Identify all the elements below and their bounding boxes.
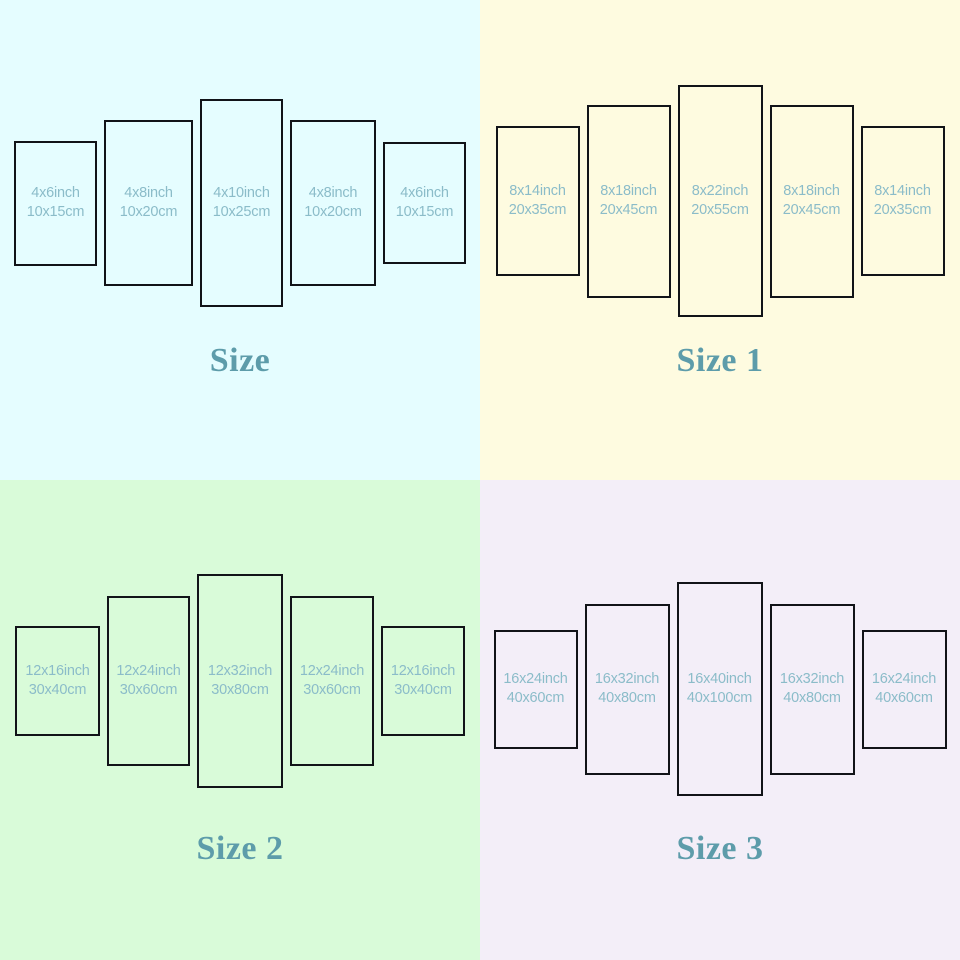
size-panel-inch: 16x32inch <box>779 671 845 688</box>
size-panel-cm: 20x45cm <box>599 202 658 218</box>
size-panel[interactable]: 8x22inch 20x55cm <box>677 85 763 317</box>
size-panel-label: 8x14inch 20x35cm <box>508 182 567 219</box>
size-panel-label: 4x8inch 10x20cm <box>119 184 178 221</box>
panel-row-size: 4x6inch 10x15cm 4x8inch 10x20cm 4x10inch 10x2… <box>0 99 480 307</box>
size-panel[interactable]: 4x6inch 10x15cm <box>383 142 466 264</box>
quadrant-size: 4x6inch 10x15cm 4x8inch 10x20cm 4x10inch 10x2… <box>0 0 480 480</box>
size-panel-cm: 20x35cm <box>508 202 567 218</box>
size-panel-cm: 10x15cm <box>395 204 454 220</box>
size-panel-label: 8x14inch 20x35cm <box>873 182 932 219</box>
size-panel-inch: 16x40inch <box>687 671 752 688</box>
size-panel-inch: 8x14inch <box>874 183 931 200</box>
size-panel[interactable]: 12x16inch 30x40cm <box>381 626 465 736</box>
size-panel-inch: 4x10inch <box>213 185 270 202</box>
size-panel-inch: 16x32inch <box>594 671 660 688</box>
size-panel-label: 4x6inch 10x15cm <box>395 184 454 221</box>
size-panel[interactable]: 4x10inch 10x25cm <box>200 99 283 307</box>
size-panel-inch: 8x18inch <box>783 183 840 200</box>
size-panel-label: 12x24inch 30x60cm <box>299 662 365 699</box>
size-panel-inch: 8x14inch <box>509 183 566 200</box>
quadrant-title-size: Size <box>209 342 271 379</box>
size-panel-cm: 20x45cm <box>782 202 841 218</box>
size-panel-cm: 40x60cm <box>875 690 933 706</box>
quadrant-title-size-3: Size 3 <box>676 830 764 867</box>
quadrant-size-3: 16x24inch 40x60cm 16x32inch 40x80cm 16x40inc… <box>480 480 960 960</box>
size-panel-label: 4x6inch 10x15cm <box>26 184 85 221</box>
size-panel-inch: 12x32inch <box>207 663 273 680</box>
size-panel-label: 8x22inch 20x55cm <box>691 182 749 219</box>
size-panel-inch: 4x8inch <box>124 185 173 202</box>
quadrant-title-size-2: Size 2 <box>196 830 284 867</box>
size-panel[interactable]: 4x6inch 10x15cm <box>14 140 97 266</box>
size-panel-cm: 40x80cm <box>783 690 841 706</box>
size-panel[interactable]: 8x14inch 20x35cm <box>860 126 945 276</box>
size-panel-label: 8x18inch 20x45cm <box>782 182 841 219</box>
size-panel-cm: 30x80cm <box>211 682 269 698</box>
size-panel-cm: 30x40cm <box>394 682 452 698</box>
size-panel[interactable]: 4x8inch 10x20cm <box>104 120 193 286</box>
size-panel-cm: 30x60cm <box>119 682 178 698</box>
size-panel[interactable]: 16x32inch 40x80cm <box>584 603 670 775</box>
size-panel-label: 8x18inch 20x45cm <box>599 182 658 219</box>
size-panel-cm: 40x100cm <box>686 690 753 706</box>
size-panel-label: 16x24inch 40x60cm <box>503 670 568 707</box>
size-panel[interactable]: 12x24inch 30x60cm <box>107 596 190 766</box>
size-panel-inch: 12x24inch <box>299 663 365 680</box>
size-panel-inch: 12x24inch <box>116 663 181 680</box>
size-panel[interactable]: 16x24inch 40x60cm <box>861 629 947 749</box>
size-panel-label: 16x40inch 40x100cm <box>686 670 753 707</box>
size-panel-cm: 10x20cm <box>119 204 178 220</box>
size-panel-label: 4x10inch 10x25cm <box>212 184 271 221</box>
size-panel-inch: 12x16inch <box>390 663 456 680</box>
size-panel-cm: 20x55cm <box>691 202 749 218</box>
size-panel[interactable]: 12x16inch 30x40cm <box>15 626 100 736</box>
panel-row-size-1: 8x14inch 20x35cm 8x18inch 20x45cm 8x22inch 20… <box>480 85 960 317</box>
size-panel-inch: 8x18inch <box>600 183 657 200</box>
size-panel[interactable]: 16x24inch 40x60cm <box>493 629 578 749</box>
size-panel-cm: 30x60cm <box>303 682 361 698</box>
quadrant-size-2: 12x16inch 30x40cm 12x24inch 30x60cm 12x32inc… <box>0 480 480 960</box>
size-panel[interactable]: 16x40inch 40x100cm <box>676 582 763 796</box>
size-panel-inch: 12x16inch <box>25 663 90 680</box>
size-panel-cm: 10x15cm <box>26 204 85 220</box>
quadrant-title-size-1: Size 1 <box>676 342 764 379</box>
size-panel-label: 16x24inch 40x60cm <box>871 670 937 707</box>
size-panel-label: 16x32inch 40x80cm <box>779 670 845 707</box>
size-panel-inch: 4x6inch <box>400 185 449 202</box>
size-panel-cm: 40x60cm <box>506 690 565 706</box>
panel-row-size-2: 12x16inch 30x40cm 12x24inch 30x60cm 12x32inc… <box>0 574 480 788</box>
size-panel-cm: 30x40cm <box>28 682 87 698</box>
size-panel-label: 12x24inch 30x60cm <box>116 662 181 699</box>
size-panel-label: 4x8inch 10x20cm <box>304 184 362 221</box>
size-panel-inch: 8x22inch <box>691 183 749 200</box>
size-panel-cm: 10x20cm <box>304 204 362 220</box>
size-panel[interactable]: 12x32inch 30x80cm <box>197 574 283 788</box>
size-panel-inch: 4x6inch <box>31 185 80 202</box>
size-panel[interactable]: 8x18inch 20x45cm <box>586 104 671 298</box>
quadrant-size-1: 8x14inch 20x35cm 8x18inch 20x45cm 8x22inch 20… <box>480 0 960 480</box>
size-panel-inch: 16x24inch <box>503 671 568 688</box>
size-panel-cm: 10x25cm <box>212 204 271 220</box>
size-panel-label: 12x16inch 30x40cm <box>25 662 90 699</box>
size-panel-inch: 16x24inch <box>871 671 937 688</box>
size-panel-label: 12x32inch 30x80cm <box>207 662 273 699</box>
size-panel[interactable]: 12x24inch 30x60cm <box>290 596 374 766</box>
size-panel[interactable]: 8x14inch 20x35cm <box>495 126 580 276</box>
panel-row-size-3: 16x24inch 40x60cm 16x32inch 40x80cm 16x40inc… <box>480 582 960 796</box>
size-panel[interactable]: 16x32inch 40x80cm <box>769 603 855 775</box>
size-panel-cm: 20x35cm <box>873 202 932 218</box>
size-panel[interactable]: 4x8inch 10x20cm <box>290 120 376 286</box>
size-panel-label: 16x32inch 40x80cm <box>594 670 660 707</box>
size-panel-inch: 4x8inch <box>308 185 358 202</box>
size-panel-label: 12x16inch 30x40cm <box>390 662 456 699</box>
size-panel-cm: 40x80cm <box>598 690 656 706</box>
size-panel[interactable]: 8x18inch 20x45cm <box>769 104 854 298</box>
